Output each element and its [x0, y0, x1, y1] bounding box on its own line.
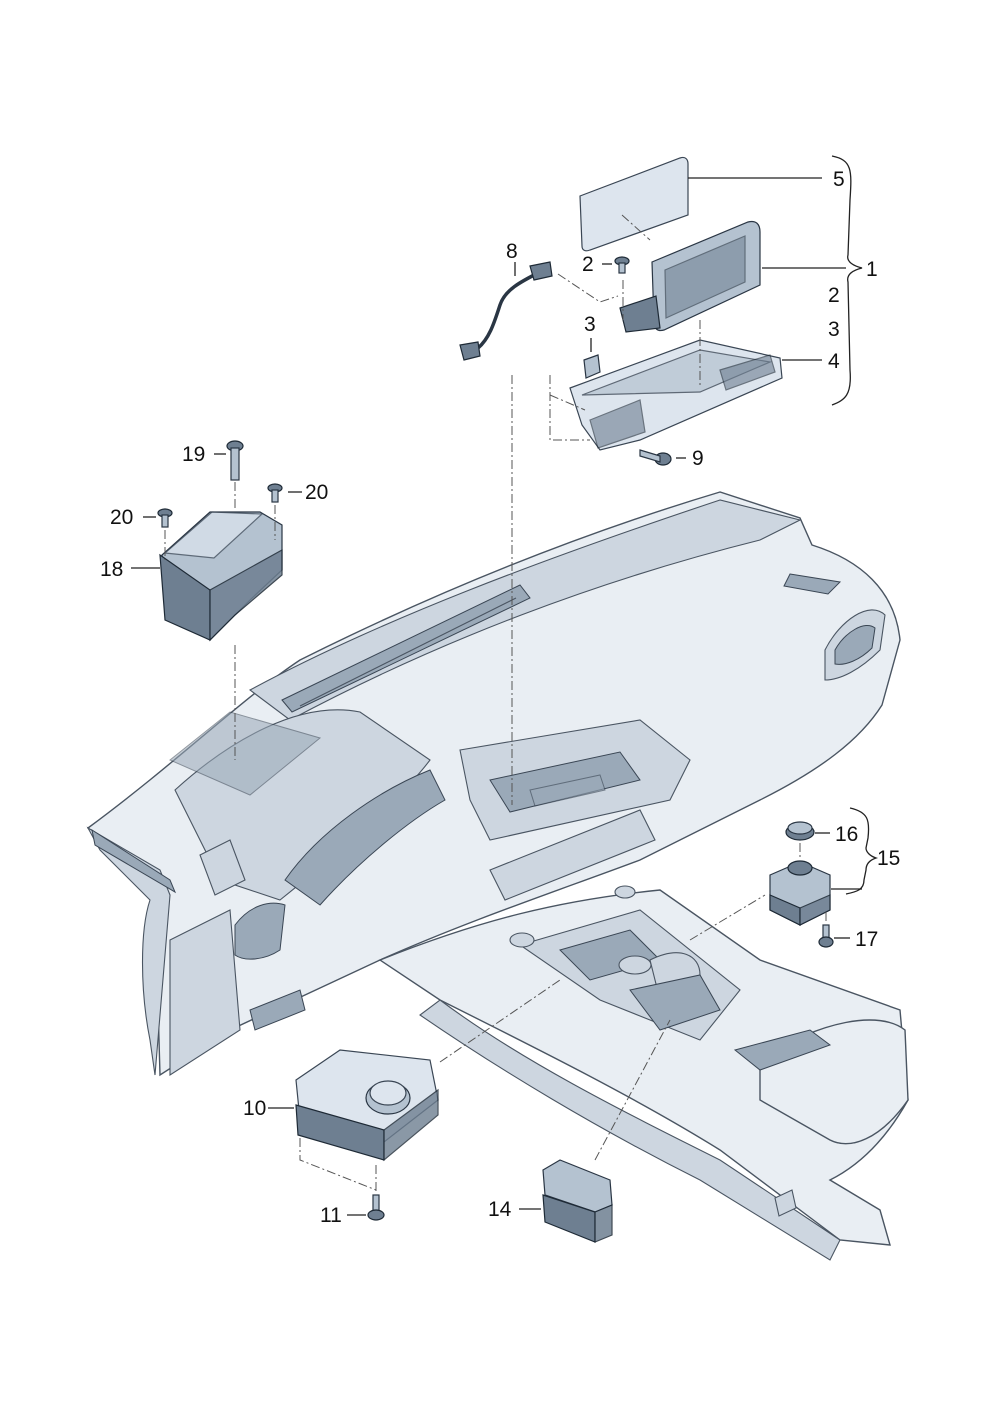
part-18-head-up-unit: [159, 511, 283, 642]
leader-lines: [131, 155, 879, 1216]
label-5: 5: [833, 168, 845, 191]
callout-labels: 5 1 2 3 4 2 3 8 9 19 20 20 18 16 15 17 1…: [100, 168, 900, 1227]
part-15-knob-assembly: [769, 860, 831, 926]
label-16: 16: [835, 823, 858, 846]
dashboard-illustration: [86, 491, 909, 1261]
part-16-knob-cap: [785, 821, 815, 841]
part-2-screw: [614, 256, 630, 274]
part-11-screw: [367, 1194, 385, 1221]
part-4-bracket: [569, 339, 783, 451]
label-17: 17: [855, 928, 878, 951]
part-14-switch-block: [542, 1159, 613, 1243]
part-17-screw: [818, 924, 834, 948]
label-9: 9: [692, 447, 704, 470]
part-5-cover-glass: [579, 156, 689, 252]
label-11: 11: [320, 1204, 342, 1227]
label-3: 3: [584, 313, 596, 336]
label-8: 8: [506, 240, 518, 263]
label-20-left: 20: [110, 506, 133, 529]
assembly-connector-lines: [164, 214, 827, 1192]
label-3-brace: 3: [828, 318, 840, 341]
label-19: 19: [182, 443, 205, 466]
label-18: 18: [100, 558, 123, 581]
part-9-screw: [639, 449, 672, 466]
label-15: 15: [877, 847, 900, 870]
part-19-bolt: [226, 440, 244, 481]
label-20-right: 20: [305, 481, 328, 504]
part-3-clip: [583, 354, 601, 379]
label-2-brace: 2: [828, 284, 840, 307]
part-20-screw-a: [267, 483, 283, 503]
part-20-screw-b: [157, 508, 173, 528]
part-1-display: [619, 220, 761, 333]
label-14: 14: [488, 1198, 512, 1221]
label-1: 1: [866, 258, 878, 281]
label-10: 10: [243, 1097, 266, 1120]
part-10-control-unit: [295, 1049, 439, 1162]
label-4: 4: [828, 350, 840, 373]
label-2: 2: [582, 253, 594, 276]
part-8-cable: [459, 261, 553, 361]
